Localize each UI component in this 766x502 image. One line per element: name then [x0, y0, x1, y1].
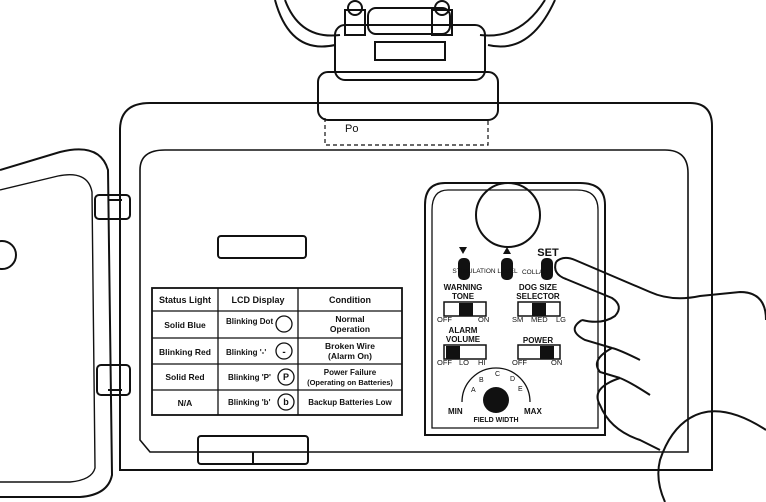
power-on: ON — [551, 358, 562, 367]
row1-lcd: Blinking Dot — [226, 317, 273, 326]
header-condition: Condition — [329, 295, 371, 305]
row3-status: Solid Red — [165, 372, 204, 382]
triangle-down-icon — [459, 247, 467, 254]
row2-lcd-symbol: - — [282, 347, 285, 358]
set-label: SET — [537, 247, 559, 259]
row2-condition-1: Broken Wire — [325, 341, 375, 351]
b-symbol-circle — [277, 393, 295, 411]
dial-mark-a: A — [471, 387, 476, 394]
warning-tone-title-2: TONE — [452, 292, 475, 301]
field-width-title: FIELD WIDTH — [473, 417, 518, 424]
set-button[interactable] — [541, 258, 553, 280]
stimulation-up-button[interactable] — [501, 258, 513, 280]
dog-size-title-2: SELECTOR — [516, 292, 560, 301]
alarm-volume-hi: HI — [478, 358, 486, 367]
power-title: POWER — [523, 336, 553, 345]
lcd-display-window — [475, 182, 541, 248]
row2-status: Blinking Red — [159, 347, 211, 357]
dog-size-title-1: DOG SIZE — [519, 283, 558, 292]
row1-condition-2: Operation — [330, 324, 370, 334]
row2-lcd: Blinking '-' — [226, 348, 266, 357]
transmitter-housing — [119, 102, 713, 471]
power-switch[interactable] — [517, 344, 561, 360]
blinking-dot-icon — [275, 315, 293, 333]
row4-lcd-symbol: b — [283, 397, 289, 407]
warning-tone-on: ON — [478, 315, 489, 324]
row3-lcd: Blinking 'P' — [228, 373, 271, 382]
row3-lcd-symbol: P — [283, 372, 289, 382]
status-table: Status Light LCD Display Condition Solid… — [151, 287, 403, 416]
row3-condition-1: Power Failure — [324, 368, 377, 377]
stimulation-label: STIMULATION LEVEL — [452, 268, 518, 275]
stimulation-down-button[interactable] — [458, 258, 470, 280]
field-width-max: MAX — [524, 407, 542, 416]
alarm-volume-off: OFF — [437, 358, 452, 367]
header-status-light: Status Light — [159, 295, 211, 305]
dash-symbol-circle — [275, 342, 293, 360]
field-width-dial[interactable] — [483, 387, 509, 413]
row1-status: Solid Blue — [164, 320, 206, 330]
warning-tone-title-1: WARNING — [444, 283, 483, 292]
alarm-volume-title-1: ALARM — [449, 326, 478, 335]
warning-tone-off: OFF — [437, 315, 452, 324]
alarm-volume-lo: LO — [459, 358, 469, 367]
row4-condition-1: Backup Batteries Low — [308, 398, 392, 407]
control-buttons: SET STIMULATION LEVEL COLLAR WARNING TON… — [437, 247, 566, 424]
alarm-volume-switch[interactable] — [443, 344, 487, 360]
field-width-min: MIN — [448, 407, 463, 416]
dial-mark-c: C — [495, 371, 500, 378]
dial-mark-d: D — [510, 376, 515, 383]
row3-condition-2: (Operating on Batteries) — [307, 378, 393, 387]
dog-size-sm: SM — [512, 315, 523, 324]
alarm-volume-title-2: VOLUME — [446, 335, 481, 344]
svg-text:Po: Po — [345, 123, 358, 135]
open-door — [0, 148, 131, 498]
power-off: OFF — [512, 358, 527, 367]
row1-condition-1: Normal — [335, 314, 364, 324]
row2-condition-2: (Alarm On) — [328, 351, 372, 361]
collar-label: COLLAR — [522, 269, 548, 276]
control-panel — [424, 182, 606, 436]
row4-lcd: Blinking 'b' — [228, 398, 271, 407]
row4-status: N/A — [178, 398, 193, 408]
triangle-up-icon — [503, 247, 511, 254]
dial-mark-b: B — [479, 377, 484, 384]
dial-mark-e: E — [518, 386, 523, 393]
p-symbol-circle — [277, 368, 295, 386]
dog-size-med: MED — [531, 315, 548, 324]
hand-pressing-set — [554, 256, 766, 502]
dog-size-lg: LG — [556, 315, 566, 324]
header-lcd-display: LCD Display — [231, 295, 284, 305]
collar-receiver: Po — [274, 0, 556, 146]
